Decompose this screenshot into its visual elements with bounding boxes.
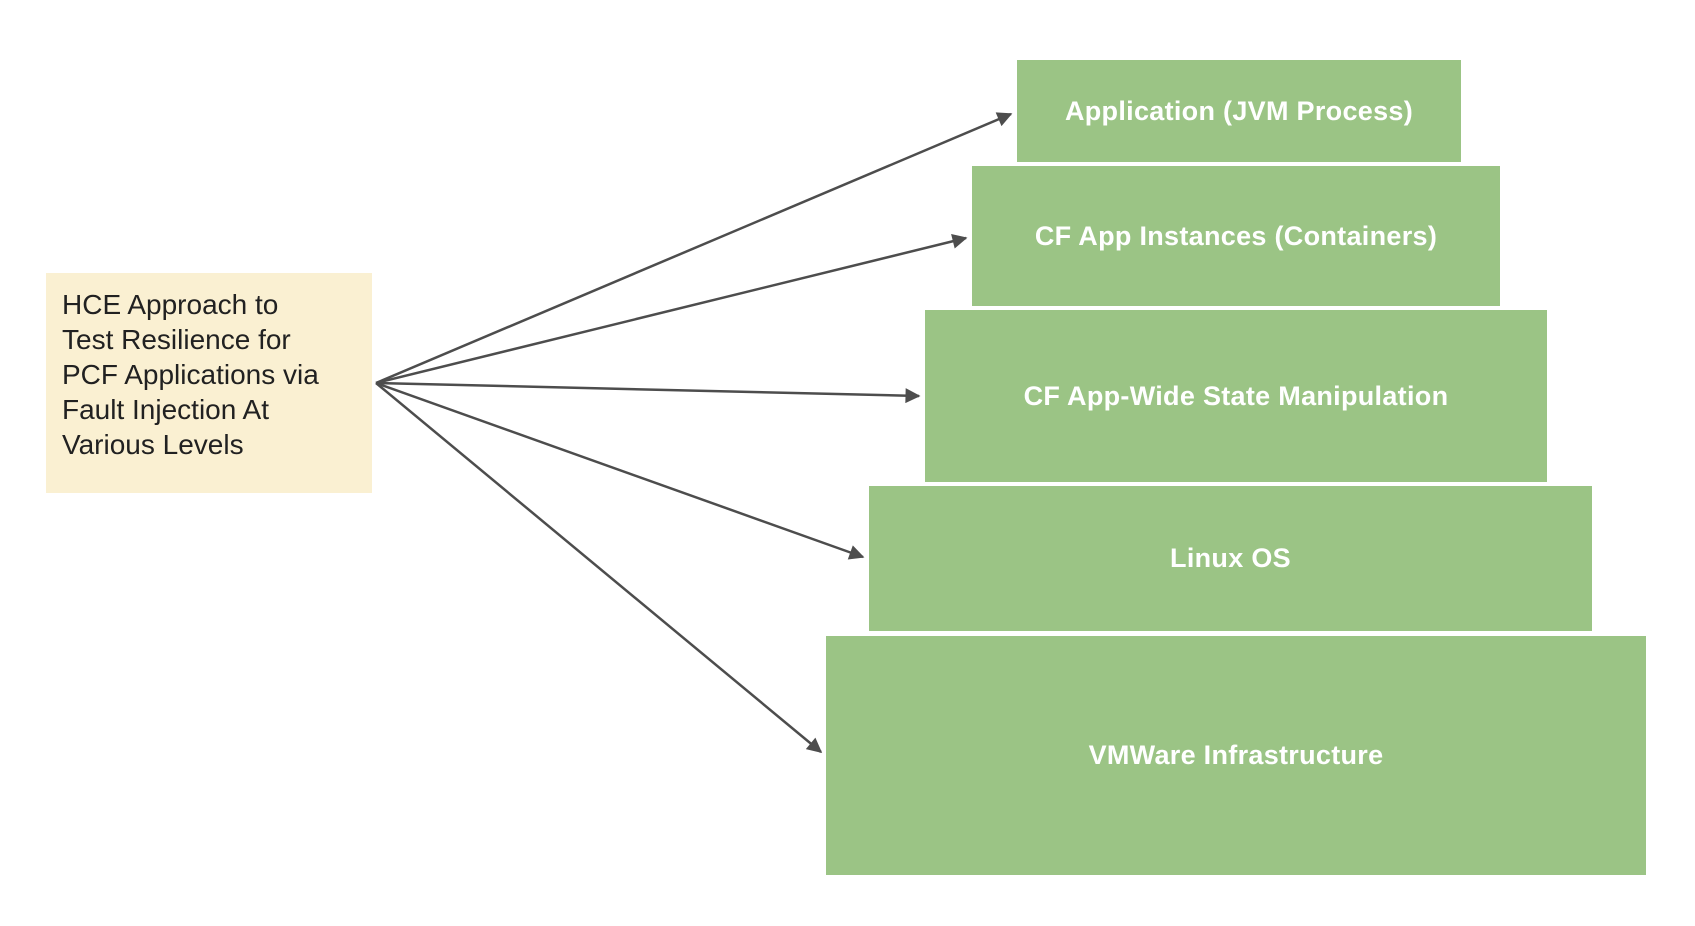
level-vmware-infrastructure: VMWare Infrastructure	[826, 636, 1646, 875]
arrow-to-linux-os	[375, 381, 865, 560]
arrow-to-application	[375, 112, 1013, 385]
level-cf-app-wide-state-manipulation: CF App-Wide State Manipulation	[925, 310, 1547, 482]
source-note: HCE Approach to Test Resilience for PCF …	[46, 273, 372, 493]
level-label: CF App-Wide State Manipulation	[1023, 380, 1449, 411]
level-label: Linux OS	[1170, 543, 1291, 573]
source-note-text: HCE Approach to Test Resilience for PCF …	[62, 289, 319, 460]
arrow-to-vmware-infrastructure	[375, 382, 823, 753]
level-cf-app-instances: CF App Instances (Containers)	[972, 166, 1500, 306]
level-label: VMWare Infrastructure	[1088, 740, 1384, 770]
level-label: CF App Instances (Containers)	[1034, 220, 1438, 251]
level-application-jvm-process: Application (JVM Process)	[1017, 60, 1461, 162]
arrow-to-cf-app-wide-state	[375, 381, 921, 404]
level-label: Application (JVM Process)	[1064, 95, 1414, 126]
level-linux-os: Linux OS	[869, 486, 1592, 631]
arrow-to-cf-app-instances	[375, 233, 968, 385]
